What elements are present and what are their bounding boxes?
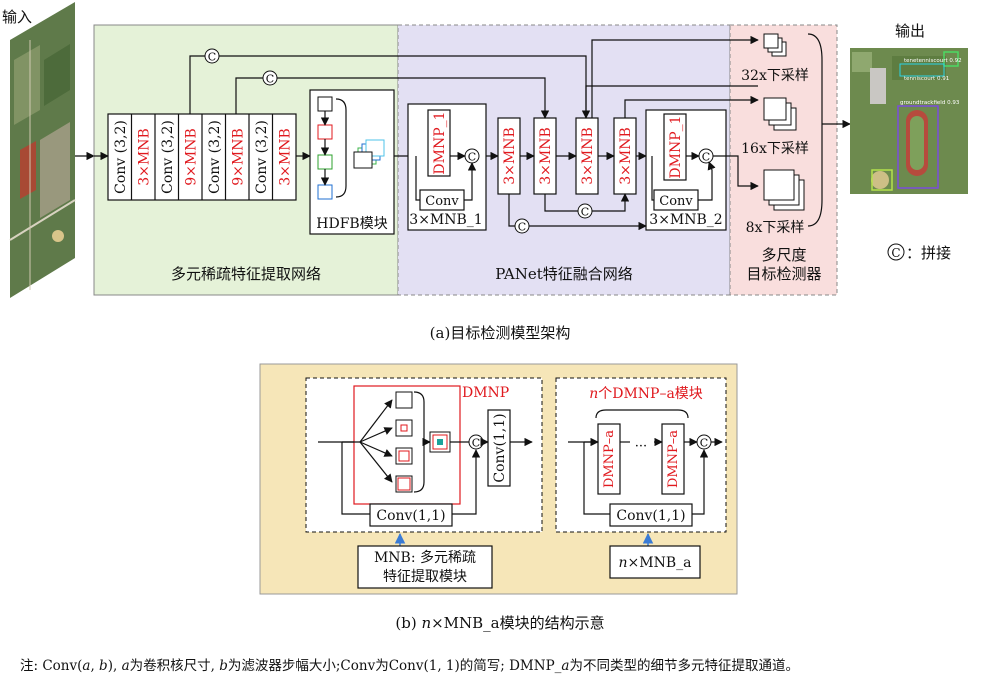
backbone-title: 多元稀疏特征提取网络	[171, 265, 321, 283]
panet-mnb2-block: DMNP_1 Conv C 3×MNB_2	[645, 109, 727, 231]
dmnp1-label-a: DMNP_1	[432, 111, 448, 174]
conv-label-a: Conv	[425, 194, 459, 209]
backbone-layer-8: 3×MNB	[278, 128, 294, 186]
conv11-horizontal-a: Conv(1,1)	[376, 508, 445, 524]
backbone-layer-4: 9×MNB	[184, 128, 200, 186]
mnb-a-structure: n个DMNP–a模块 DMNP–a ··· DMNP–a C Conv(1,1)	[555, 377, 727, 533]
mnb-desc-line2: 特征提取模块	[383, 569, 467, 585]
input-image	[9, 2, 76, 298]
n-dmnp-label: n个DMNP–a模块	[589, 386, 703, 402]
detection-label-1: tenetenniscourt 0.92	[904, 58, 962, 64]
detection-label-2: tenniscourt 0.91	[904, 76, 949, 82]
concat-icon: C	[266, 73, 274, 86]
hdfb-label: HDFB模块	[316, 216, 387, 232]
concat-icon: C	[208, 51, 216, 64]
backbone-layer-1: Conv (3,2)	[113, 120, 129, 194]
mid-block-3: 3×MNB	[580, 127, 596, 185]
mid-block-2: 3×MNB	[538, 127, 554, 185]
dmnp-label: DMNP	[462, 385, 509, 401]
mnb-structure: DMNP C Conv(1,1) Conv(1,1)	[305, 377, 543, 533]
caption-a: (a)目标检测模型架构	[429, 324, 571, 342]
caption-b: (b) n×MNB_a模块的结构示意	[395, 614, 605, 632]
detector-title-2: 目标检测器	[746, 265, 821, 283]
conv11-vertical: Conv(1,1)	[492, 413, 508, 482]
mnb-desc-line1: MNB: 多元稀疏	[374, 549, 476, 566]
output-image: tenetenniscourt 0.92 tenniscourt 0.91 gr…	[850, 48, 968, 194]
mnb2-label: 3×MNB_2	[649, 212, 722, 228]
n-mnb-a-label: n×MNB_a	[619, 555, 692, 571]
panet-title: PANet特征融合网络	[495, 265, 633, 283]
detector-region	[729, 24, 838, 296]
input-label: 输入	[2, 8, 32, 26]
panet-mid-blocks: 3×MNB 3×MNB 3×MNB 3×MNB	[497, 117, 637, 195]
detector-title-1: 多尺度	[761, 246, 806, 264]
conv11-horizontal-b: Conv(1,1)	[616, 508, 685, 524]
output-label: 输出	[895, 22, 925, 40]
concat-legend: C ：拼接	[887, 243, 951, 262]
dmnp-a-1: DMNP–a	[602, 430, 617, 488]
concat-icon: C	[702, 151, 710, 164]
hdfb-module: HDFB模块	[309, 89, 395, 235]
concat-icon: C	[581, 206, 589, 219]
scale-16x: 16x下采样	[741, 141, 809, 157]
concat-icon: C	[891, 246, 900, 260]
mnb1-label: 3×MNB_1	[409, 212, 482, 228]
skip-connections: C C C C	[189, 35, 759, 234]
concat-icon: C	[700, 437, 708, 450]
dmnp-a-dots: ···	[635, 439, 647, 454]
scale-8x: 8x下采样	[746, 220, 805, 236]
footnote: 注: Conv(a, b), a为卷积核尺寸, b为滤波器步幅大小;Conv为C…	[20, 658, 799, 674]
backbone-layers: Conv (3,2) 3×MNB Conv (3,2) 9×MNB Conv (…	[107, 113, 297, 201]
concat-icon: C	[518, 221, 526, 234]
conv-label-b: Conv	[659, 194, 693, 209]
scale-32x: 32x下采样	[741, 68, 809, 84]
concat-icon: C	[472, 437, 480, 450]
detector-stacks: 32x下采样 16x下采样 8x下采样 多尺度 目标检测器	[741, 33, 851, 283]
concat-legend-text: ：拼接	[906, 244, 951, 262]
panet-mnb1-block: DMNP_1 Conv C 3×MNB_1	[407, 103, 487, 231]
backbone-layer-7: Conv (3,2)	[254, 120, 270, 194]
concat-icon: C	[468, 151, 476, 164]
mid-block-1: 3×MNB	[502, 127, 518, 185]
detection-label-3: groundtrackfield 0.93	[900, 100, 960, 106]
backbone-layer-2: 3×MNB	[137, 128, 153, 186]
backbone-layer-5: Conv (3,2)	[207, 120, 223, 194]
backbone-layer-6: 9×MNB	[231, 128, 247, 186]
dmnp1-label-b: DMNP_1	[668, 115, 684, 178]
mid-block-4: 3×MNB	[618, 127, 634, 185]
dmnp-a-2: DMNP–a	[666, 430, 681, 488]
backbone-layer-3: Conv (3,2)	[160, 120, 176, 194]
